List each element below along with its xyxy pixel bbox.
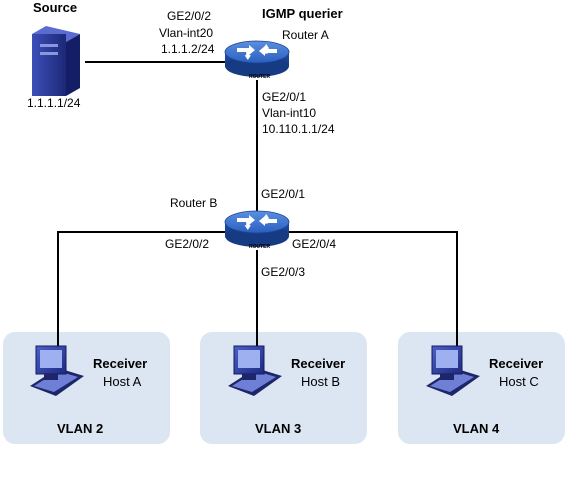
- host-b-role: Receiver: [291, 356, 345, 371]
- source-server-icon: [32, 26, 80, 96]
- router-b-east-port: GE2/0/4: [292, 237, 336, 251]
- host-a-role: Receiver: [93, 356, 147, 371]
- link-router-b-host-c: [288, 231, 458, 352]
- router-a-west-ip: 1.1.1.2/24: [161, 42, 215, 56]
- router-a-south-ip: 10.110.1.1/24: [262, 122, 335, 136]
- router-a-south-port: GE2/0/1: [262, 90, 306, 104]
- router-a-icon: [224, 40, 290, 78]
- source-title: Source: [33, 0, 77, 15]
- router-b-icon: [224, 210, 290, 248]
- router-b-name: Router B: [170, 196, 217, 210]
- vlan-2-label: VLAN 2: [57, 421, 103, 436]
- vlan-4-label: VLAN 4: [453, 421, 500, 436]
- router-a-role: IGMP querier: [262, 6, 343, 21]
- router-b-north-port: GE2/0/1: [261, 187, 305, 201]
- router-a-west-vlan-int: Vlan-int20: [159, 26, 213, 40]
- router-a-icon-label: ROUTER: [249, 74, 271, 80]
- router-b-south-port: GE2/0/3: [261, 265, 305, 279]
- source-ip: 1.1.1.1/24: [27, 96, 81, 110]
- router-a-south-vlan-int: Vlan-int10: [262, 106, 316, 120]
- host-a-name: Host A: [103, 374, 142, 389]
- router-a-name: Router A: [282, 28, 329, 42]
- router-b-icon-label: ROUTER: [249, 244, 271, 250]
- vlan-3-label: VLAN 3: [255, 421, 301, 436]
- host-c-name: Host C: [499, 374, 539, 389]
- router-b-west-port: GE2/0/2: [165, 237, 209, 251]
- links: [57, 61, 458, 352]
- link-router-b-host-a: [57, 231, 226, 352]
- host-c-role: Receiver: [489, 356, 543, 371]
- host-b-name: Host B: [301, 374, 340, 389]
- router-a-west-port: GE2/0/2: [167, 9, 211, 23]
